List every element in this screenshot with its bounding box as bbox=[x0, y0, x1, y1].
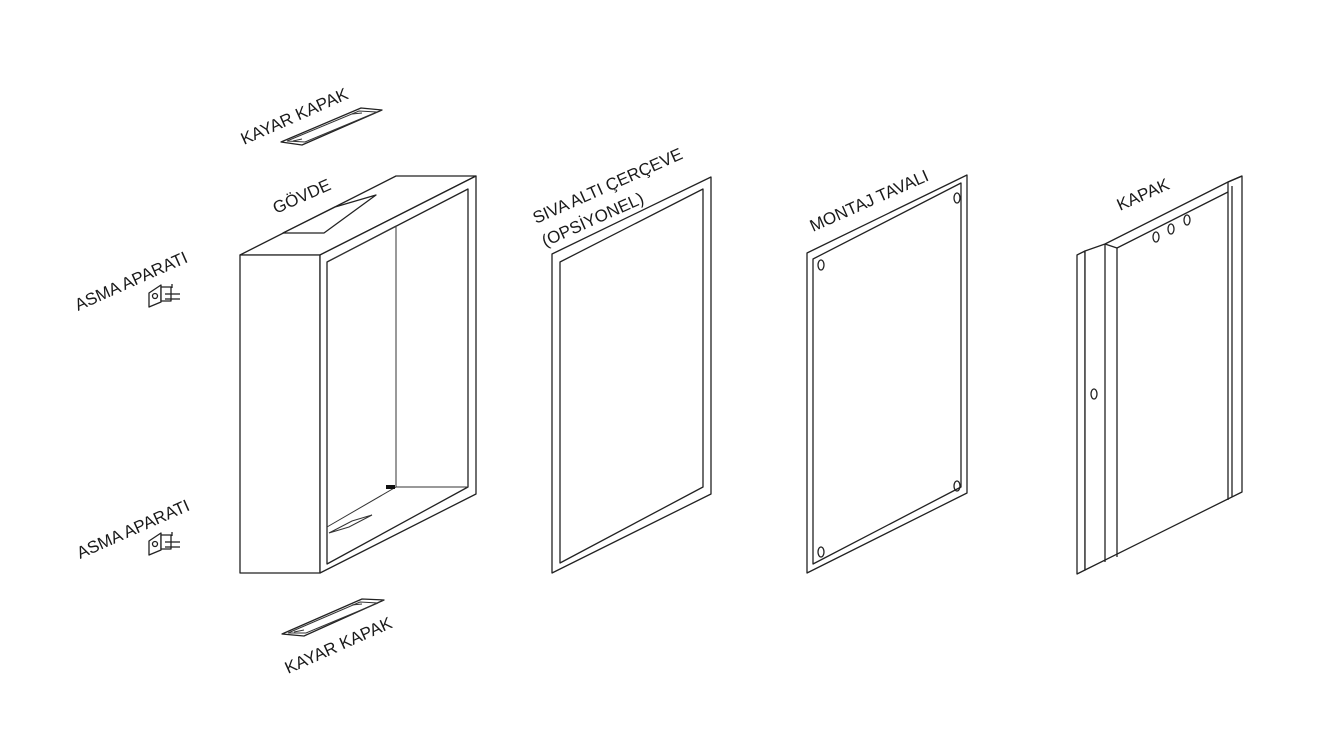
hanging-bracket-top bbox=[148, 284, 180, 308]
sliding-cover-top bbox=[280, 107, 383, 146]
hanging-bracket-bottom bbox=[148, 532, 180, 556]
label-govde: GÖVDE bbox=[270, 175, 334, 217]
label-asma-aparati-top: ASMA APARATI bbox=[72, 248, 190, 315]
enclosure-body bbox=[239, 175, 477, 574]
mounting-plate bbox=[806, 174, 968, 574]
label-kayar-kapak-bottom: KAYAR KAPAK bbox=[282, 613, 396, 678]
door-cover bbox=[1076, 175, 1243, 575]
label-asma-aparati-bottom: ASMA APARATI bbox=[74, 496, 192, 563]
flush-mount-frame bbox=[551, 176, 712, 574]
sliding-cover-bottom bbox=[281, 598, 385, 637]
label-kapak: KAPAK bbox=[1114, 174, 1173, 214]
